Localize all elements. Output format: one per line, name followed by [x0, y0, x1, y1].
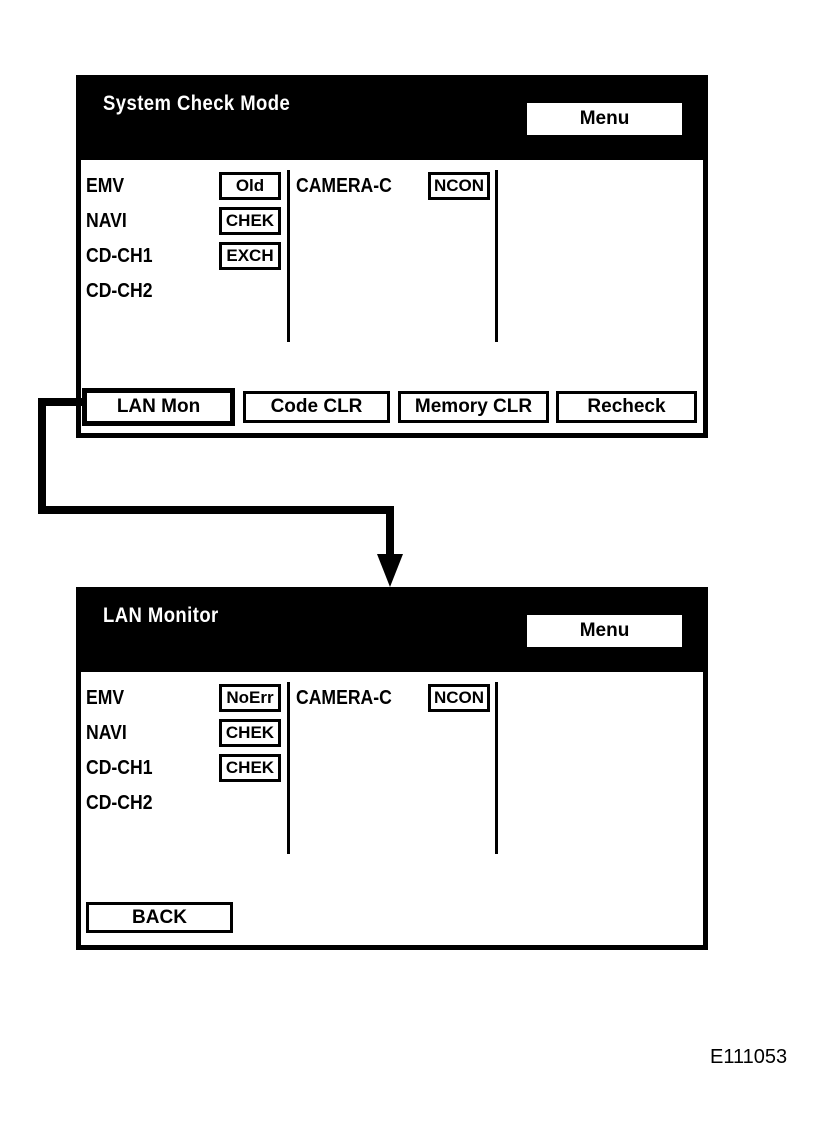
screen1-column-divider-2: [495, 170, 498, 342]
lan-monitor-screen: LAN Monitor Menu EMV NoErr NAVI CHEK CD-…: [76, 587, 708, 950]
screen2-row-label-navi: NAVI: [86, 722, 127, 744]
back-button[interactable]: BACK: [86, 902, 233, 933]
screen2-status-cdch1: CHEK: [219, 754, 281, 782]
screen1-status-camera-c: NCON: [428, 172, 490, 200]
screen1-row-label-camera-c: CAMERA-C: [296, 175, 392, 197]
flow-arrowhead-icon: [377, 554, 403, 587]
screen1-status-navi: CHEK: [219, 207, 281, 235]
screen2-row-label-camera-c: CAMERA-C: [296, 687, 392, 709]
screen2-row-label-cdch2: CD-CH2: [86, 792, 153, 814]
system-check-mode-screen: System Check Mode Menu EMV Old NAVI CHEK…: [76, 75, 708, 438]
flow-arrow-vertical-segment-1: [38, 398, 46, 514]
screen1-row-label-cdch2: CD-CH2: [86, 280, 153, 302]
screen2-status-navi: CHEK: [219, 719, 281, 747]
screen2-header: LAN Monitor Menu: [81, 592, 703, 672]
screen1-row-label-emv: EMV: [86, 175, 125, 197]
flow-arrow-horizontal-segment: [38, 506, 394, 514]
screen1-header: System Check Mode Menu: [81, 80, 703, 160]
flow-arrow-vertical-segment-2: [386, 506, 394, 558]
screen1-row-label-cdch1: CD-CH1: [86, 245, 153, 267]
screen2-menu-button[interactable]: Menu: [527, 615, 682, 647]
code-clr-button[interactable]: Code CLR: [243, 391, 390, 423]
screen2-status-camera-c: NCON: [428, 684, 490, 712]
screen2-row-label-cdch1: CD-CH1: [86, 757, 153, 779]
screen2-column-divider-2: [495, 682, 498, 854]
screen1-title: System Check Mode: [103, 92, 291, 115]
screen1-status-emv: Old: [219, 172, 281, 200]
screen2-title: LAN Monitor: [103, 604, 219, 627]
screen2-status-emv: NoErr: [219, 684, 281, 712]
screen2-column-divider-1: [287, 682, 290, 854]
recheck-button[interactable]: Recheck: [556, 391, 697, 423]
screen1-menu-button[interactable]: Menu: [527, 103, 682, 135]
screen1-row-label-navi: NAVI: [86, 210, 127, 232]
screen1-status-cdch1: EXCH: [219, 242, 281, 270]
screen1-column-divider-1: [287, 170, 290, 342]
memory-clr-button[interactable]: Memory CLR: [398, 391, 549, 423]
figure-code-label: E111053: [710, 1046, 788, 1068]
flow-arrow-exit-segment: [38, 398, 85, 406]
screen2-row-label-emv: EMV: [86, 687, 125, 709]
lan-mon-button[interactable]: LAN Mon: [82, 388, 235, 426]
